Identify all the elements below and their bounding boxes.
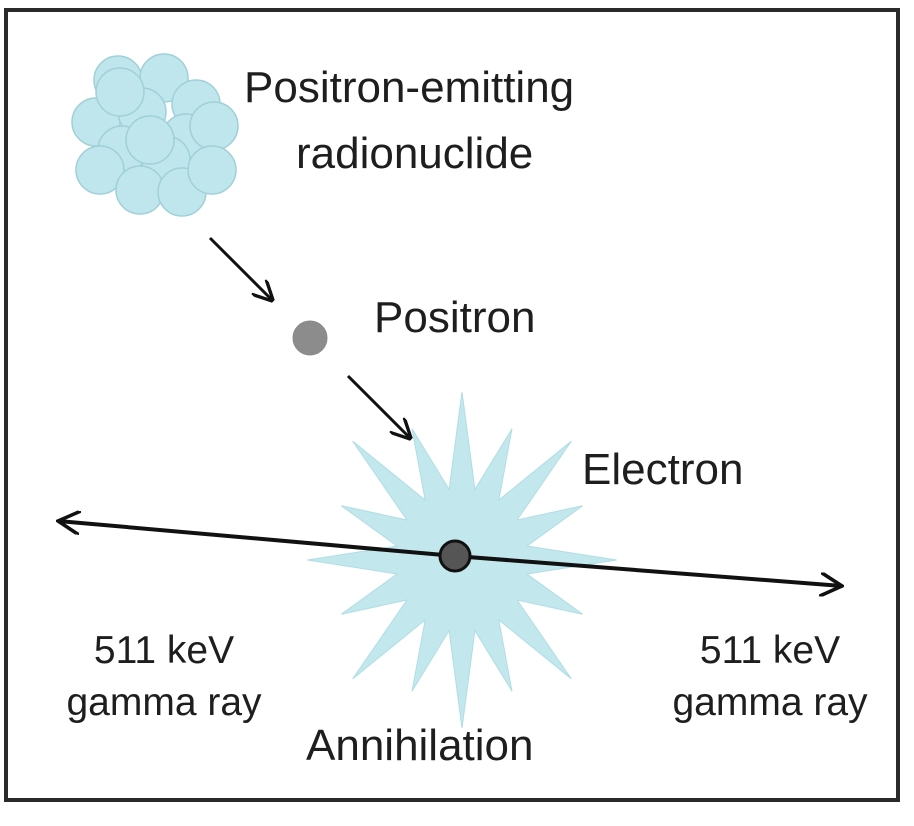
- gamma-ray-right-arrow: [454, 554, 842, 586]
- radionuclide-nucleus: [71, 53, 239, 217]
- left-gamma-label-line1: 511 keV: [93, 629, 235, 672]
- left-gamma-label-line2: gamma ray: [66, 681, 262, 724]
- radionuclide-label-line1: Positron-emitting: [244, 63, 575, 112]
- right-gamma-label-line2: gamma ray: [672, 681, 868, 724]
- electron-particle: [438, 539, 472, 573]
- nucleon: [115, 165, 165, 215]
- nucleon: [189, 101, 239, 151]
- emission-arrow: [208, 236, 272, 300]
- annihilation-label: Annihilation: [306, 721, 534, 770]
- gamma-ray-left-arrow: [58, 521, 456, 558]
- nucleon: [187, 145, 237, 195]
- radionuclide-label-line2: radionuclide: [296, 129, 534, 178]
- nucleon: [95, 67, 145, 117]
- positron-particle: [292, 320, 328, 356]
- travel-arrow: [346, 374, 410, 438]
- right-gamma-label-line1: 511 keV: [699, 629, 841, 672]
- nucleon: [75, 145, 125, 195]
- nucleon: [125, 115, 175, 165]
- positron-label: Positron: [374, 293, 536, 342]
- electron-label: Electron: [582, 445, 744, 494]
